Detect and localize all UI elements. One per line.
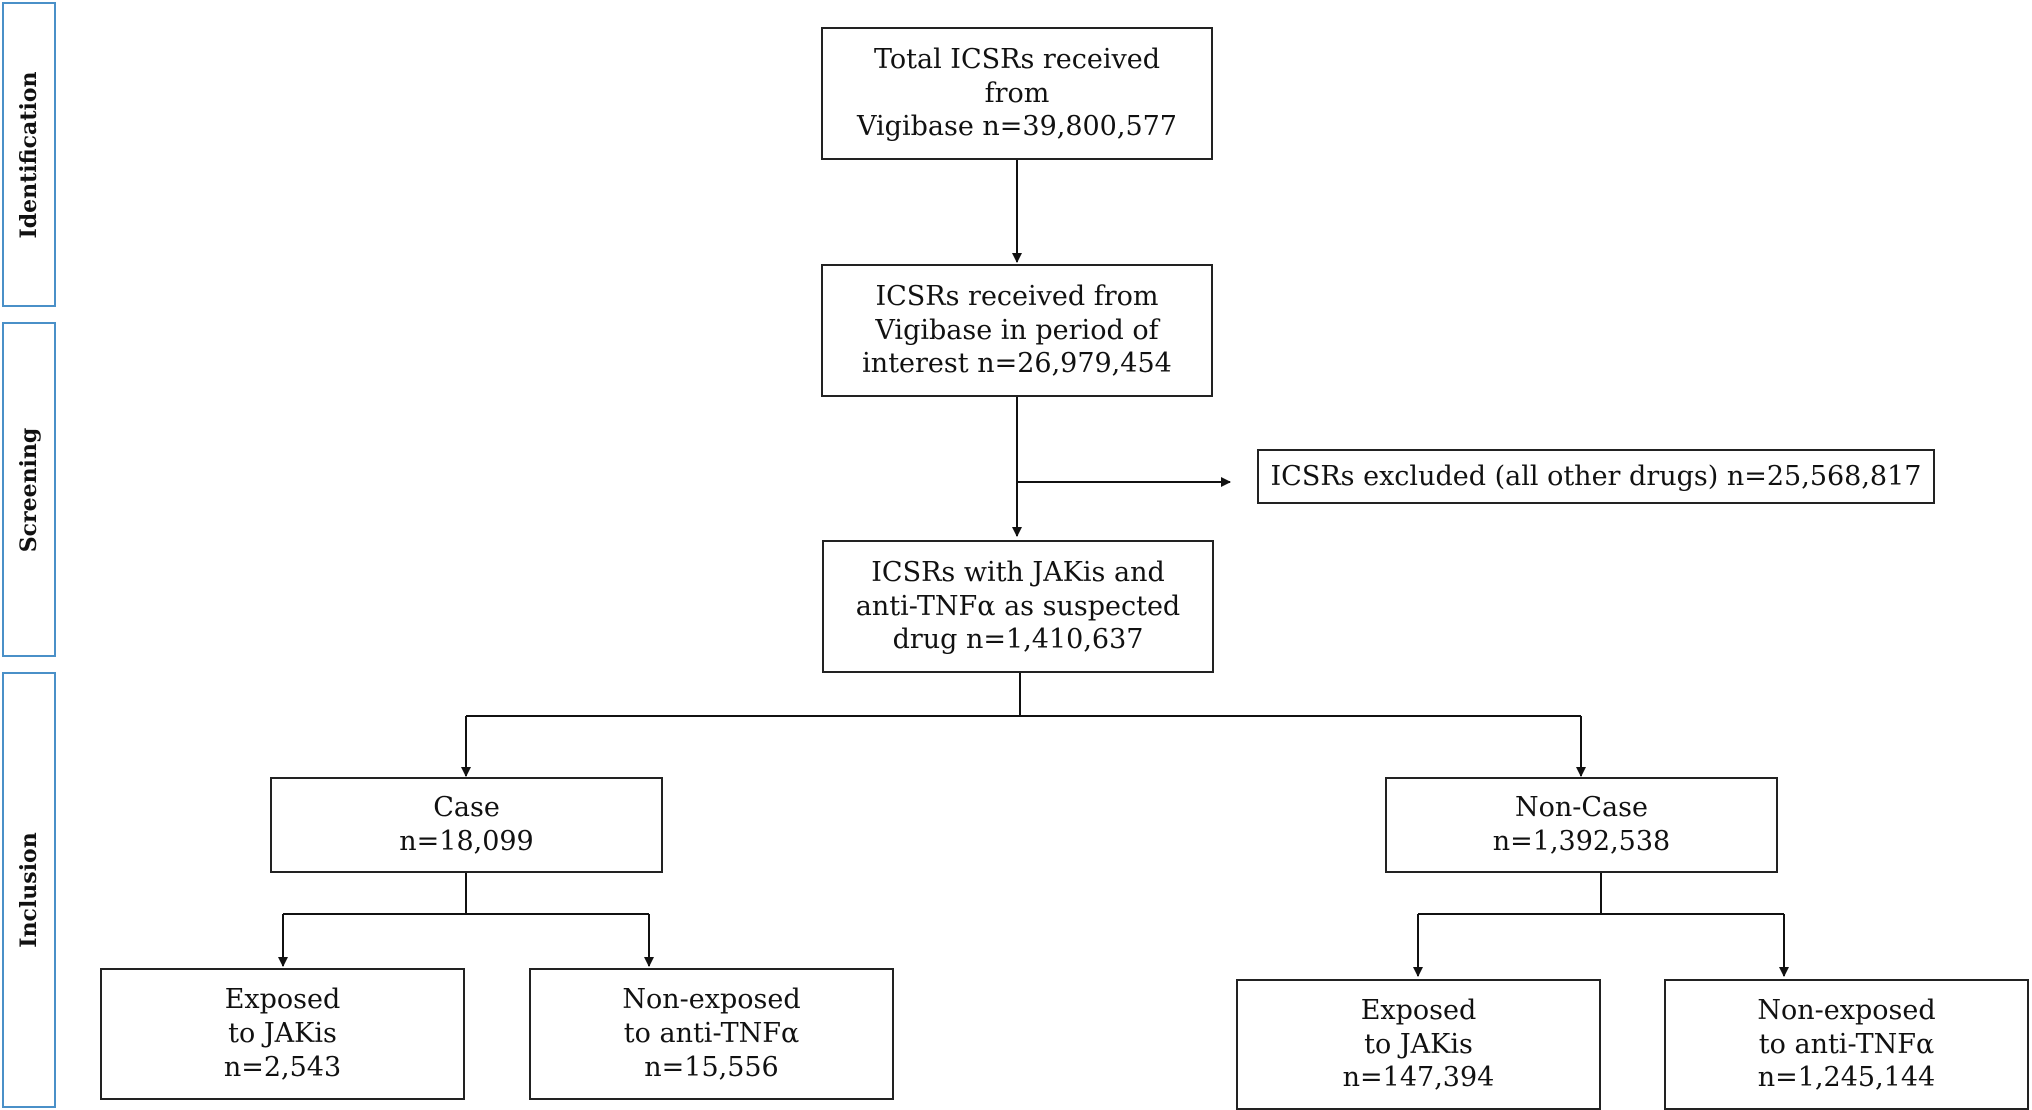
box-noncase-line-1: Non-Case (1515, 792, 1648, 824)
box-noncase-nonexposed-line-3: n=1,245,144 (1757, 1062, 1936, 1094)
box-case-nonexposed: Non-exposed to anti-TNFα n=15,556 (529, 968, 894, 1100)
box-suspected-drug: ICSRs with JAKis and anti-TNFα as suspec… (822, 540, 1214, 673)
box-total-line-2: from (984, 77, 1050, 109)
box-noncase-exposed-line-1: Exposed (1360, 994, 1477, 1026)
box-noncase-nonexposed: Non-exposed to anti-TNFα n=1,245,144 (1664, 979, 2029, 1110)
phase-identification: Identification (2, 2, 56, 307)
box-case-exposed: Exposed to JAKis n=2,543 (100, 968, 465, 1100)
box-period-line-3: interest n=26,979,454 (862, 348, 1172, 380)
box-noncase-exposed: Exposed to JAKis n=147,394 (1236, 979, 1601, 1110)
box-case-exposed-line-2: to JAKis (228, 1018, 337, 1050)
box-noncase: Non-Case n=1,392,538 (1385, 777, 1778, 873)
box-suspected-line-1: ICSRs with JAKis and (871, 556, 1165, 588)
phase-screening: Screening (2, 322, 56, 657)
box-suspected-line-2: anti-TNFα as suspected (855, 590, 1181, 622)
box-period-line-1: ICSRs received from (875, 280, 1159, 312)
box-noncase-nonexposed-line-1: Non-exposed (1757, 994, 1936, 1026)
box-case-exposed-line-3: n=2,543 (223, 1051, 342, 1083)
box-total-icsrs: Total ICSRs received from Vigibase n=39,… (821, 27, 1213, 160)
box-excluded-line-1: ICSRs excluded (all other drugs) n=25,56… (1270, 460, 1922, 492)
box-noncase-line-2: n=1,392,538 (1492, 826, 1671, 857)
box-total-line-1: Total ICSRs received (873, 43, 1161, 75)
box-excluded: ICSRs excluded (all other drugs) n=25,56… (1257, 449, 1935, 504)
box-noncase-exposed-line-3: n=147,394 (1342, 1062, 1495, 1094)
box-case: Case n=18,099 (270, 777, 663, 873)
phase-inclusion: Inclusion (2, 672, 56, 1108)
box-period-of-interest: ICSRs received from Vigibase in period o… (821, 264, 1213, 397)
box-case-exposed-line-1: Exposed (224, 984, 341, 1016)
box-total-line-3: Vigibase n=39,800,577 (857, 111, 1177, 143)
box-case-line-2: n=18,099 (399, 826, 534, 857)
box-case-line-1: Case (433, 792, 500, 824)
box-noncase-nonexposed-line-2: to anti-TNFα (1758, 1028, 1935, 1060)
box-noncase-exposed-line-2: to JAKis (1364, 1028, 1473, 1060)
box-period-line-2: Vigibase in period of (875, 314, 1159, 346)
box-case-nonexposed-line-1: Non-exposed (622, 984, 801, 1016)
box-case-nonexposed-line-2: to anti-TNFα (623, 1018, 800, 1050)
box-suspected-line-3: drug n=1,410,637 (892, 624, 1144, 656)
box-case-nonexposed-line-3: n=15,556 (644, 1051, 779, 1083)
